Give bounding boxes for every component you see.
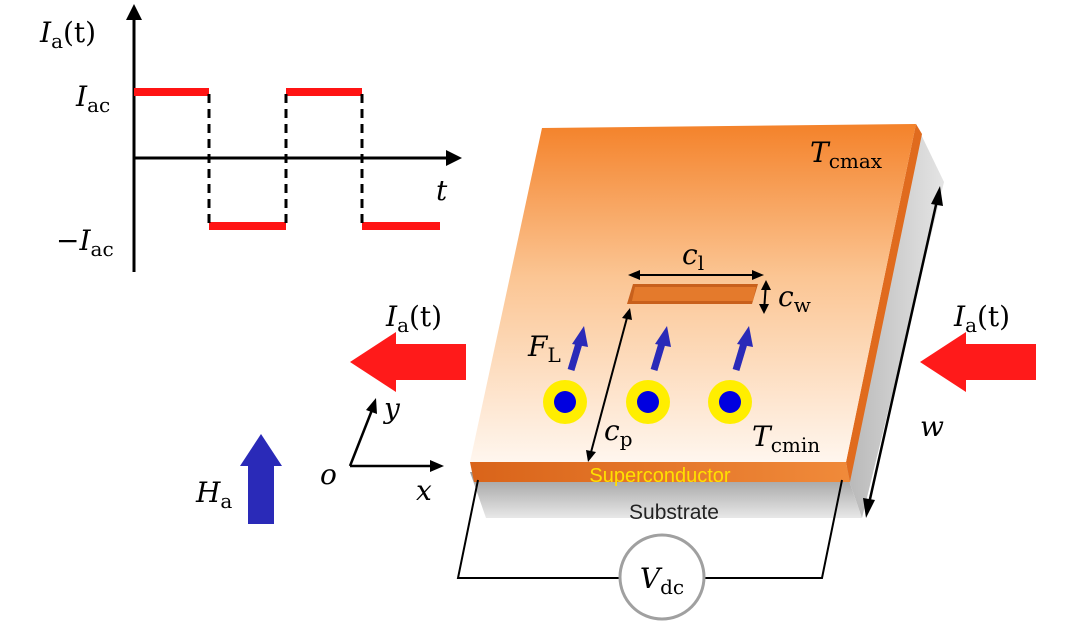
waveform-plot: Ia(t) t Iac −Iac	[39, 4, 462, 272]
superconductor-side-edge	[846, 124, 922, 482]
slit-inner	[632, 287, 756, 301]
width-label: w	[920, 410, 944, 443]
voltmeter-circuit: Vdc	[456, 479, 843, 621]
substrate-side	[846, 124, 944, 518]
slit-width-label: cw	[778, 280, 811, 317]
slit-position-arrow	[589, 313, 629, 457]
force-arrow-2	[650, 326, 671, 372]
slit-length-label: cl	[682, 238, 704, 275]
width-arrowhead-bottom	[863, 498, 875, 518]
vortex-2	[626, 380, 670, 424]
substrate-front	[470, 472, 862, 518]
slit-position-arrowhead-bottom	[586, 450, 596, 462]
width-arrow	[866, 195, 940, 509]
slit-position-arrowhead-top	[622, 308, 632, 320]
waveform-y-axis-arrowhead	[126, 4, 142, 20]
superconductor-front-edge	[470, 462, 850, 482]
current-arrow-right	[920, 332, 1036, 392]
circuit-wire-left	[456, 479, 620, 579]
slit-width-arrowhead-bottom	[759, 304, 769, 314]
voltmeter	[618, 533, 706, 621]
temp-max-label: Tcmax	[810, 136, 883, 173]
coord-origin-label: o	[320, 458, 337, 491]
vortex-1	[543, 380, 587, 424]
circuit-wire-right	[704, 479, 843, 579]
superconductor-label: Superconductor	[589, 465, 731, 487]
level-low-label: −Iac	[56, 224, 114, 261]
force-label: FL	[527, 330, 561, 367]
current-arrow-left	[350, 332, 466, 392]
force-arrow-3	[732, 326, 753, 372]
waveform-x-label: t	[436, 174, 448, 207]
slit-length-arrowhead-left	[628, 270, 640, 280]
current-right-label: Ia(t)	[953, 300, 1010, 337]
force-arrow-1	[567, 326, 588, 372]
film-assembly: Tcmax Tcmin cl cw cp FL w Superconductor…	[470, 124, 944, 524]
voltmeter-label: Vdc	[640, 562, 684, 599]
coord-x-label: x	[416, 474, 432, 507]
field-arrow	[240, 434, 282, 524]
substrate-label: Substrate	[629, 501, 719, 524]
level-high-label: Iac	[75, 80, 110, 117]
coord-y-arrowhead	[366, 398, 377, 414]
waveform-y-label: Ia(t)	[39, 16, 96, 53]
vortex-3	[708, 380, 752, 424]
width-arrowhead-top	[931, 186, 943, 206]
slit-length-arrowhead-right	[752, 270, 764, 280]
coord-y-label: y	[382, 392, 401, 425]
slit-width-arrowhead-top	[761, 280, 771, 290]
field-label: Ha	[195, 476, 232, 513]
waveform-x-axis-arrowhead	[446, 150, 462, 166]
coordinate-axes: x y o	[320, 392, 444, 507]
coord-y-axis	[348, 409, 374, 467]
current-left-label: Ia(t)	[385, 300, 442, 337]
coord-x-arrowhead	[430, 460, 444, 472]
temp-min-label: Tcmin	[752, 420, 820, 457]
slit-position-label: cp	[604, 414, 633, 451]
